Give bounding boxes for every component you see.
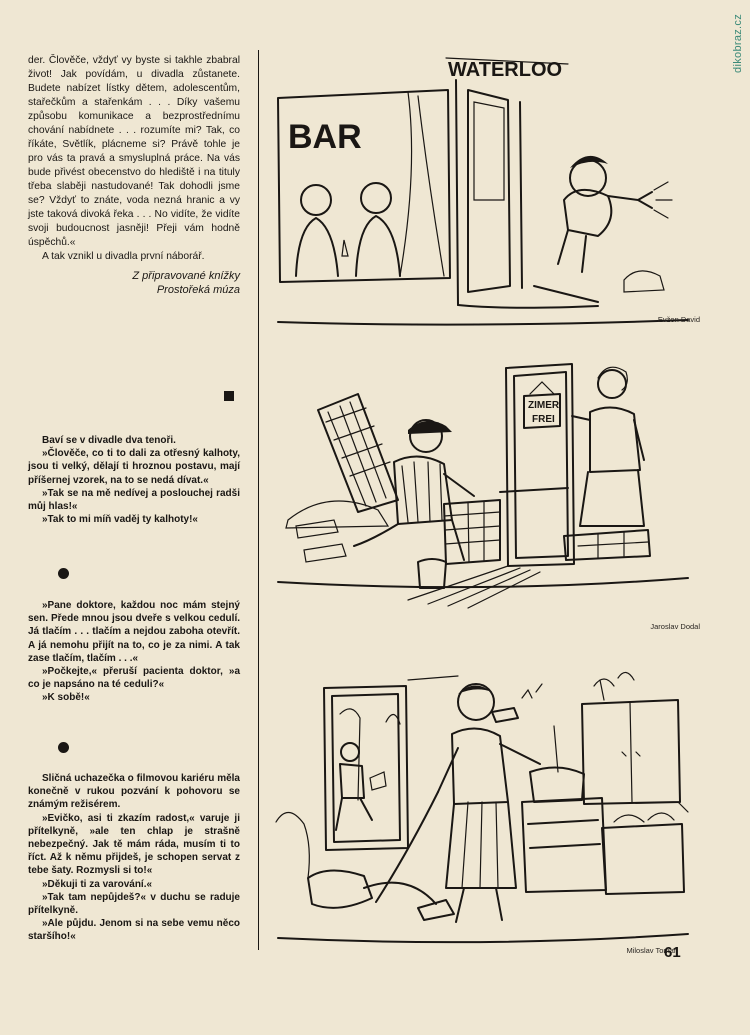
joke-tenors: Baví se v divadle dva tenoři. »Člověče, … (28, 434, 240, 526)
cartoon-zimer-frei: ZIMER FREI Jaroslav Dodal (268, 350, 700, 640)
end-square-icon (224, 391, 234, 401)
joke-actress: Sličná uchazečka o filmovou kariéru měla… (28, 772, 240, 944)
joke-line: »Tak tam nepůjdeš?« v duchu se raduje př… (28, 891, 240, 917)
story-paragraph: der. Člověče, vždyť vy byste si takhle z… (28, 55, 240, 248)
joke-line: Baví se v divadle dva tenoři. (42, 435, 176, 446)
cartoon-kitchen-drawing (275, 671, 689, 944)
joke-line: »Evičko, asi ti zkazím radost,« varuje j… (28, 812, 240, 877)
story-source-title: Prostořeká múza (156, 284, 240, 296)
zimer-sign-line1: ZIMER (528, 400, 560, 411)
cartoon-kitchen: Miloslav Toman (268, 652, 700, 962)
story-source-line: Z připravované knížky (132, 270, 240, 282)
joke-doctor: »Pane doktore, každou noc mám stejný sen… (28, 599, 240, 705)
cartoon-waterloo: BAR WATERLOO Evžen David (268, 50, 700, 340)
separator-dot-icon (58, 742, 69, 753)
joke-line: »Tak se na mě nedívej a poslouchej radši… (28, 487, 240, 513)
cartoon-zimer-frei-drawing: ZIMER FREI (277, 363, 689, 609)
story-continuation: der. Člověče, vždyť vy byste si takhle z… (28, 54, 240, 297)
joke-line: »Ale půjdu. Jenom si na sebe vemu něco s… (28, 918, 240, 943)
story-source: Z připravované knížky Prostořeká múza (28, 269, 240, 297)
cartoon-credit: Evžen David (657, 315, 700, 324)
joke-line: »Pane doktore, každou noc mám stejný sen… (28, 600, 240, 664)
joke-line: »Tak to mi míň vaděj ty kalhoty!« (42, 514, 198, 526)
joke-line: Sličná uchazečka o filmovou kariéru měla… (28, 773, 240, 811)
bar-sign: BAR (288, 118, 362, 156)
cartoon-credit: Jaroslav Dodal (650, 622, 700, 631)
zimer-sign-line2: FREI (532, 414, 555, 425)
joke-line: »Děkuji ti za varování.« (42, 878, 153, 890)
site-watermark[interactable]: dikobraz.cz (732, 14, 744, 73)
cartoon-credit: Miloslav Toman (626, 946, 678, 955)
waterloo-sign: WATERLOO (448, 59, 562, 81)
separator-dot-icon (58, 568, 69, 579)
joke-line: »Člověče, co ti to dali za otřesný kalho… (28, 448, 240, 486)
story-paragraph: A tak vznikl u divadla první náborář. (42, 251, 205, 262)
cartoon-waterloo-drawing: BAR WATERLOO (277, 57, 689, 326)
page-number: 61 (664, 944, 681, 961)
joke-line: »K sobě!« (42, 692, 90, 704)
column-divider (258, 50, 260, 950)
joke-line: »Počkejte,« přeruší pacienta doktor, »a … (28, 666, 240, 691)
